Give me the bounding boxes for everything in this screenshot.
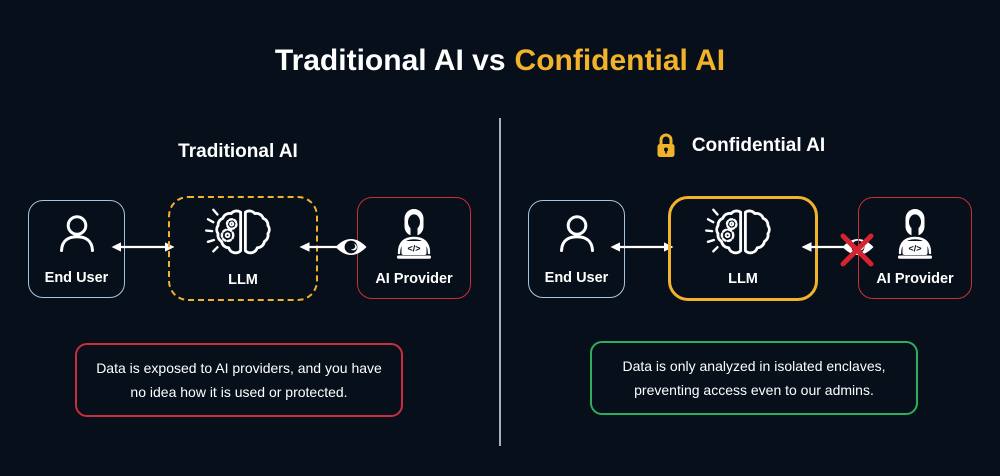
- caption-line: preventing access even to our admins.: [634, 382, 874, 398]
- traditional-risk-callout: Data is exposed to AI providers, and you…: [75, 343, 403, 417]
- right-llm-node: LLM: [668, 196, 818, 301]
- brain-gears-icon: [170, 198, 316, 269]
- lock-icon: [657, 133, 675, 157]
- panel-divider: [499, 118, 501, 446]
- title-plain: Traditional AI vs: [274, 44, 506, 77]
- user-icon: [529, 201, 624, 267]
- bidirectional-arrow: [610, 242, 674, 252]
- left-end-user-node: End User: [28, 200, 125, 298]
- person-laptop-icon: </>: [358, 198, 470, 268]
- left-llm-node: LLM: [168, 196, 318, 301]
- confidential-benefit-callout: Data is only analyzed in isolated enclav…: [590, 341, 918, 415]
- node-label: End User: [544, 270, 609, 286]
- node-label: LLM: [728, 271, 758, 287]
- eye-icon: [335, 239, 367, 255]
- eye-crossed-icon: [840, 233, 874, 267]
- bidirectional-arrow: [111, 242, 175, 252]
- caption-line: Data is exposed to AI providers, and you…: [96, 360, 382, 376]
- brain-gears-icon: [671, 199, 815, 268]
- code-glyph: </>: [908, 244, 921, 254]
- node-label: End User: [44, 270, 109, 286]
- person-laptop-icon: </>: [859, 198, 971, 268]
- right-end-user-node: End User: [528, 200, 625, 298]
- caption-line: Data is only analyzed in isolated enclav…: [622, 358, 886, 374]
- code-glyph: </>: [407, 244, 420, 254]
- right-panel-heading: Confidential AI: [500, 131, 978, 161]
- right-ai-provider-node: </> AI Provider: [858, 197, 972, 299]
- node-label: LLM: [228, 272, 258, 288]
- right-panel-heading-label: Confidential AI: [691, 135, 826, 156]
- caption-line: no idea how it is used or protected.: [130, 384, 348, 400]
- title-accent: Confidential AI: [514, 44, 726, 77]
- left-ai-provider-node: </> AI Provider: [357, 197, 471, 299]
- node-label: AI Provider: [876, 271, 954, 287]
- left-arrow: [801, 242, 845, 252]
- left-panel-heading: Traditional AI: [178, 141, 298, 162]
- user-icon: [29, 201, 124, 267]
- node-label: AI Provider: [375, 271, 453, 287]
